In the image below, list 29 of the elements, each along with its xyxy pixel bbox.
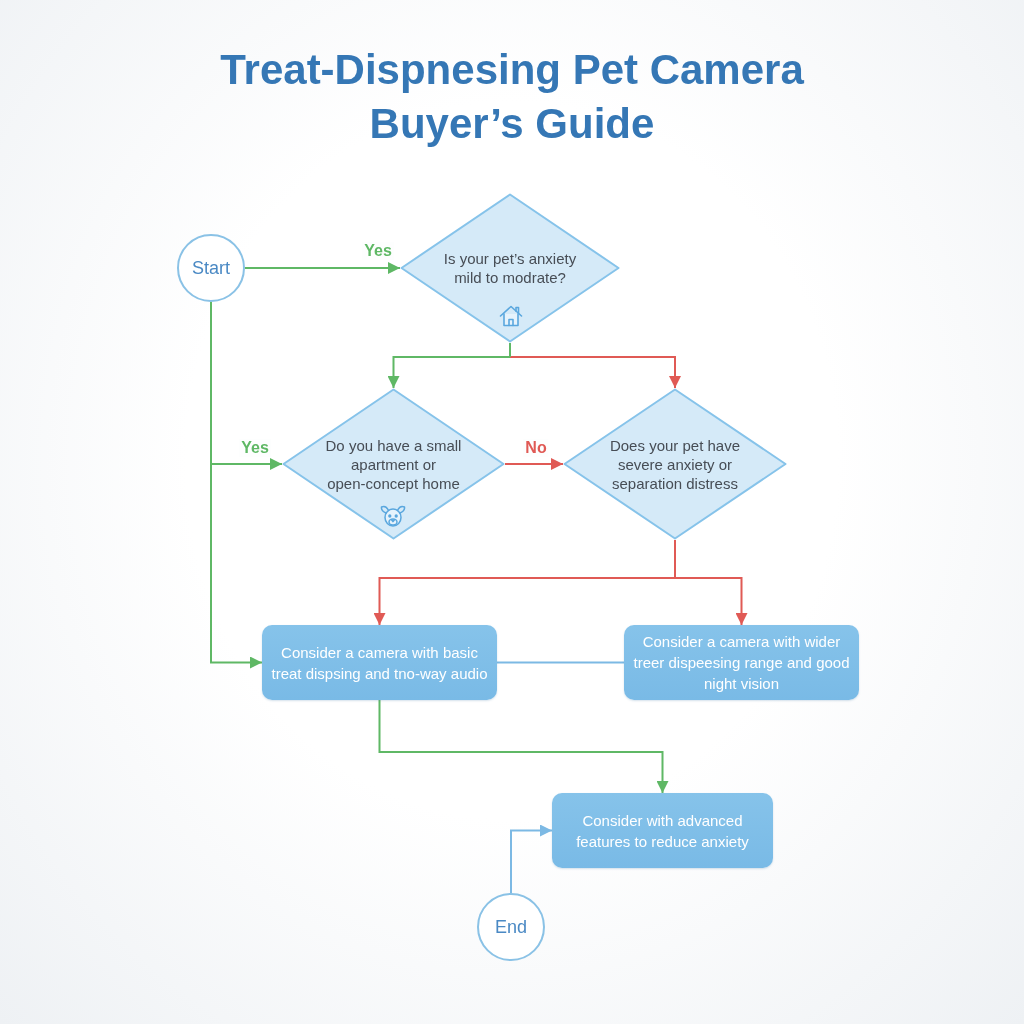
title: Treat-Dispnesing Pet Camera Buyer’s Guide bbox=[219, 45, 805, 149]
arrow bbox=[210, 458, 283, 470]
decision-diamond bbox=[282, 388, 505, 540]
connector-line bbox=[210, 301, 212, 466]
arrow bbox=[210, 464, 263, 669]
connector-line bbox=[509, 342, 511, 358]
terminal-label: End bbox=[495, 916, 527, 938]
decision-diamond bbox=[400, 193, 620, 343]
arrow bbox=[378, 699, 669, 794]
process-box bbox=[552, 793, 773, 868]
recommendation-text: Consider with advanced features to reduce anxiety bbox=[575, 810, 750, 852]
arrow bbox=[674, 577, 748, 626]
arrow bbox=[510, 824, 553, 894]
recommendation-text: Consider a camera with wider treer dispeesing range and good night vision bbox=[632, 632, 851, 694]
arrow bbox=[509, 356, 681, 389]
process-box bbox=[624, 625, 859, 700]
question-text: Is your pet’s anxiety mild to modrate? bbox=[442, 249, 578, 287]
process-box bbox=[262, 625, 497, 700]
decision-diamond bbox=[563, 388, 787, 540]
question-text: Does your pet have severe anxiety or separation distress bbox=[608, 435, 742, 493]
arrow bbox=[244, 262, 401, 274]
arrow bbox=[504, 458, 564, 470]
question-text: Do you have a small apartment or open-concept home bbox=[324, 435, 463, 493]
connector-line bbox=[674, 539, 676, 579]
arrow bbox=[387, 356, 511, 389]
arrow bbox=[373, 577, 676, 626]
terminal-label: Start bbox=[192, 257, 230, 279]
recommendation-text: Consider a camera with basic treat dispsing and tno-way audio bbox=[270, 642, 489, 684]
connector-line bbox=[496, 661, 625, 664]
